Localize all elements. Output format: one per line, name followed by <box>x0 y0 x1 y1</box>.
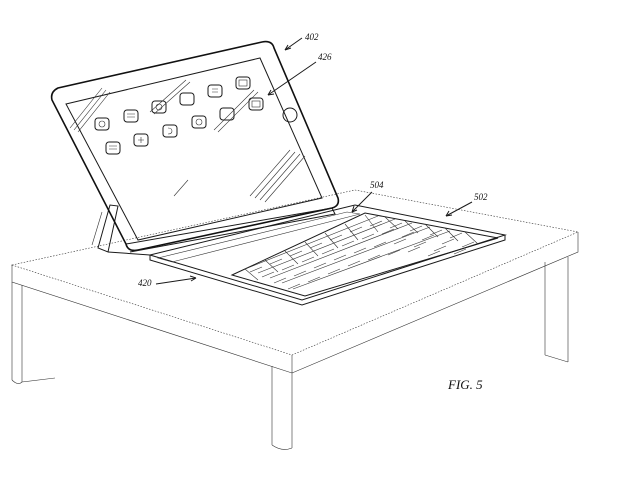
app-icon <box>219 107 235 121</box>
tablet-device <box>50 40 340 253</box>
ref-504: 504 <box>370 180 384 190</box>
ref-426: 426 <box>318 52 332 62</box>
app-icon <box>133 133 149 147</box>
app-icon <box>151 100 167 114</box>
ref-502: 502 <box>474 192 488 202</box>
app-icons <box>94 76 264 155</box>
app-icon <box>179 92 195 106</box>
cover-stand <box>91 204 151 256</box>
ref-420: 420 <box>138 278 152 288</box>
home-button-icon <box>282 107 298 123</box>
app-icon <box>123 109 139 123</box>
app-icon <box>248 97 264 111</box>
keyboard-cover <box>148 204 507 306</box>
app-icon <box>235 76 251 90</box>
app-icon <box>191 115 207 129</box>
app-icon <box>207 84 223 98</box>
app-icon <box>94 117 110 131</box>
reference-labels: 402 426 504 502 420 <box>138 32 488 288</box>
screen-glare <box>69 79 306 203</box>
app-icon <box>162 124 178 138</box>
app-icon <box>105 141 121 155</box>
table <box>10 189 580 450</box>
figure-caption: FIG. 5 <box>447 377 483 392</box>
ref-402: 402 <box>305 32 319 42</box>
